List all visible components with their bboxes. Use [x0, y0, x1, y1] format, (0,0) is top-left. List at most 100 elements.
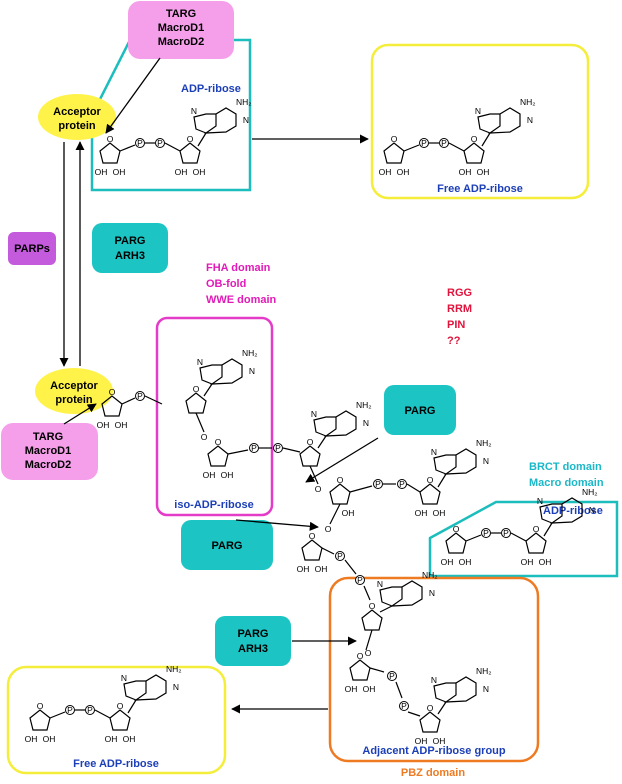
acceptor-mid-line: Acceptor — [50, 380, 98, 392]
bond — [203, 383, 213, 397]
ribose-ring — [99, 142, 121, 164]
adenine-six-ring — [443, 448, 477, 475]
pbz-domain-label: PBZ domain — [401, 767, 465, 779]
ribose-ring — [299, 445, 321, 467]
targ-macro-left-line: MacroD2 — [25, 459, 71, 471]
ribose-ring — [419, 711, 441, 733]
nitrogen-label: N — [243, 115, 249, 125]
ring-oxygen-label: O — [309, 531, 316, 541]
hydroxyl-label: OH — [175, 167, 188, 177]
phosphate-label: P — [399, 479, 405, 489]
amine-label: NH₂ — [166, 664, 182, 674]
free-adp-ribose-bottom-frame — [6, 665, 227, 775]
ribose-ring — [301, 539, 323, 561]
bond — [437, 473, 447, 488]
adenine-five-ring — [433, 682, 456, 703]
bond — [195, 412, 205, 433]
phosphate-circle — [135, 138, 145, 148]
parps-box: PARPs — [8, 232, 56, 265]
glycosidic-oxygen-label: O — [201, 432, 208, 442]
parg-arh3-bottom-line: PARG — [238, 628, 269, 640]
adenine-five-ring — [539, 503, 562, 524]
bond — [403, 144, 420, 152]
domain-label: PIN — [447, 319, 465, 331]
hydroxyl-label: OH — [43, 734, 56, 744]
bond — [227, 449, 249, 455]
phosphate-circle — [387, 671, 397, 681]
adenine-six-ring — [323, 410, 357, 437]
phosphate-label: P — [157, 138, 163, 148]
ring-oxygen-label: O — [337, 475, 344, 485]
adenine-six-ring — [443, 676, 477, 703]
phosphate-circle — [135, 391, 145, 401]
ring-oxygen-label: O — [109, 387, 116, 397]
phosphate-label: P — [441, 138, 447, 148]
adenine-five-ring — [199, 364, 222, 385]
nitrogen-label: N — [431, 675, 437, 685]
parg-arh3-top-line: PARG — [115, 235, 146, 247]
amine-label: NH₂ — [520, 97, 536, 107]
adenine-six-ring — [549, 497, 583, 524]
ribose-ring — [463, 142, 485, 164]
free-adp-ribose-bottom-label: Free ADP-ribose — [73, 758, 159, 770]
hydroxyl-label: OH — [113, 167, 126, 177]
ring-oxygen-label: O — [391, 134, 398, 144]
ring-oxygen-label: O — [107, 134, 114, 144]
bond — [481, 132, 491, 147]
ring-oxygen-label: O — [187, 134, 194, 144]
nitrogen-label: N — [537, 496, 543, 506]
ribose-ring — [29, 709, 51, 731]
parg-arh3-top-line: ARH3 — [115, 250, 145, 262]
hydroxyl-label: OH — [415, 736, 428, 746]
phosphate-circle — [85, 705, 95, 715]
bond — [448, 142, 465, 152]
nitrogen-label: N — [589, 505, 595, 515]
hydroxyl-label: OH — [342, 508, 355, 518]
arrow-parg-right — [305, 437, 379, 483]
nitrogen-label: N — [197, 357, 203, 367]
ring-oxygen-label: O — [471, 134, 478, 144]
phosphate-label: P — [251, 443, 257, 453]
phosphate-label: P — [357, 575, 363, 585]
nitrogen-label: N — [431, 447, 437, 457]
bond — [349, 485, 373, 493]
hydroxyl-label: OH — [363, 684, 376, 694]
adp-ribose-top-label: ADP-ribose — [181, 83, 241, 95]
acceptor-top-line: Acceptor — [53, 106, 101, 118]
ring-oxygen-label: O — [357, 651, 364, 661]
ring-oxygen-label: O — [37, 701, 44, 711]
ring-oxygen-label: O — [215, 437, 222, 447]
hydroxyl-label: OH — [397, 167, 410, 177]
bond — [510, 532, 527, 542]
ribose-ring — [109, 709, 131, 731]
parg-arh3-box-bottom: PARG ARH3 — [215, 616, 291, 666]
hydroxyl-label: OH — [193, 167, 206, 177]
parg-box-mid: PARG — [181, 520, 273, 570]
ribose-ring — [445, 532, 467, 554]
hydroxyl-label: OH — [433, 736, 446, 746]
domain-label: WWE domain — [206, 294, 277, 306]
hydroxyl-label: OH — [97, 420, 110, 430]
parps-label: PARPs — [14, 243, 50, 255]
amine-label: NH₂ — [242, 348, 258, 358]
arrow-targ-left — [63, 403, 97, 425]
ring-oxygen-label: O — [427, 703, 434, 713]
magenta-domain-list: FHA domain OB-fold WWE domain — [206, 262, 277, 306]
ring-oxygen-label: O — [307, 437, 314, 447]
adjacent-adp-ribose-frame — [328, 576, 540, 763]
phosphate-circle — [399, 701, 409, 711]
bond — [164, 142, 181, 152]
phosphate-circle — [335, 551, 345, 561]
parg-box-right: PARG — [384, 385, 456, 435]
domain-label: BRCT domain — [529, 461, 602, 473]
amine-label: NH₂ — [356, 400, 372, 410]
ribose-ring — [329, 483, 351, 505]
hydroxyl-label: OH — [115, 420, 128, 430]
adenine-five-ring — [313, 416, 336, 437]
iso-adp-ribose-label: iso-ADP-ribose — [174, 499, 253, 511]
nitrogen-label: N — [363, 418, 369, 428]
adenine-six-ring — [389, 580, 423, 607]
targ-macro-left-line: MacroD1 — [25, 445, 71, 457]
phosphate-circle — [481, 528, 491, 538]
